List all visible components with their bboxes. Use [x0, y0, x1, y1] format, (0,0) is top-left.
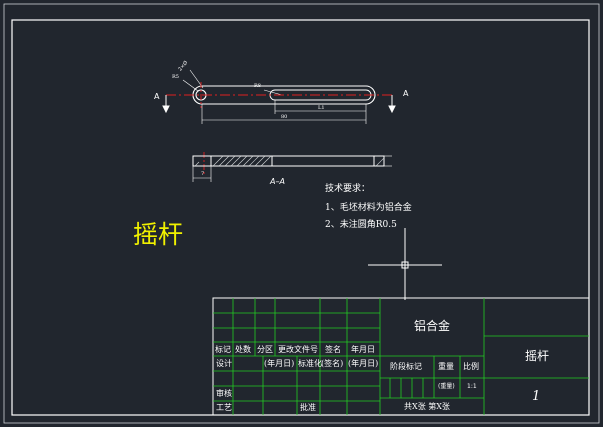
- tb-count: 处数: [235, 345, 251, 354]
- part-name-large: 摇杆: [133, 220, 184, 249]
- tb-mark: 标记: [215, 345, 231, 354]
- tb-review: 审核: [216, 389, 232, 398]
- tb-change-doc: 更改文件号: [278, 345, 318, 354]
- dim-r-big: R8: [254, 83, 261, 89]
- title-block: [212, 297, 590, 416]
- tb-scale: 比例: [463, 362, 479, 371]
- tb-date: 年月日: [351, 345, 375, 354]
- tb-approve: 批准: [300, 403, 316, 412]
- tb-weight-val: (重量): [438, 383, 455, 390]
- tb-name: 摇杆: [525, 349, 550, 363]
- tb-sheets: 共X张 第X张: [404, 402, 450, 411]
- section-view: [192, 155, 392, 182]
- cut-marker-left: A: [154, 92, 160, 101]
- tb-sign-paren: (签名): [321, 359, 344, 368]
- top-view: [182, 69, 376, 124]
- tech-req-item-1: 1、毛坯材料为铝合金: [325, 203, 412, 213]
- tb-stage-mark: 阶段标记: [390, 362, 422, 371]
- tb-scale-val: 1:1: [467, 383, 477, 390]
- crosshair-cursor[interactable]: [368, 228, 442, 300]
- tb-material: 铝合金: [414, 319, 451, 333]
- dim-left-thk: 7: [201, 171, 205, 177]
- dim-r-small: R5: [172, 74, 179, 80]
- tb-design: 设计: [216, 359, 232, 368]
- tb-standardize: 标准化: [298, 359, 322, 368]
- dim-len2: 80: [281, 114, 288, 120]
- cut-markers: [162, 95, 396, 114]
- tech-req-item-2: 2、未注圆角R0.5: [325, 220, 397, 230]
- centerlines: [166, 82, 392, 174]
- outer-frame: [3, 3, 600, 424]
- dim-len1: L1: [318, 105, 325, 111]
- tb-sign: 签名: [325, 345, 341, 354]
- tech-req-heading: 技术要求：: [325, 184, 371, 194]
- section-label: A–A: [270, 177, 285, 186]
- tb-zone: 分区: [257, 345, 273, 354]
- tb-process: 工艺: [216, 403, 232, 412]
- tb-drawing-no: 1: [532, 389, 541, 404]
- hatch: [194, 155, 385, 167]
- tb-weight: 重量: [438, 362, 454, 371]
- tb-date-paren2: (年月日): [348, 359, 379, 368]
- cut-marker-right: A: [403, 89, 409, 98]
- tb-date-paren: (年月日): [264, 359, 295, 368]
